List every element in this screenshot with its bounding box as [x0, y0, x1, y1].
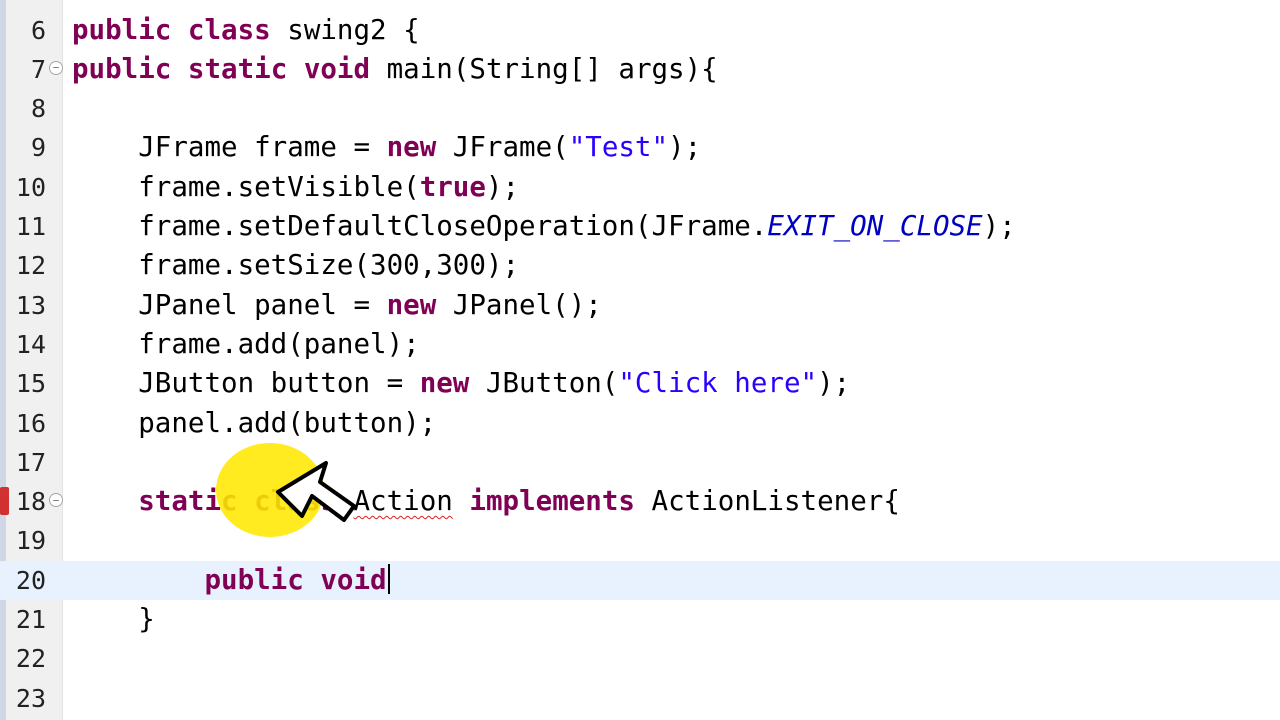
- line-number: 13: [15, 290, 46, 320]
- code-text[interactable]: frame.setVisible(true);: [72, 168, 519, 207]
- collapse-icon[interactable]: [49, 60, 63, 75]
- code-text[interactable]: frame.add(panel);: [72, 325, 420, 364]
- line-number: 16: [15, 408, 46, 438]
- code-token: JFrame(: [436, 131, 569, 164]
- line-number: 18: [15, 487, 46, 517]
- code-token: [72, 485, 138, 517]
- line-number: 20: [15, 565, 46, 595]
- code-text[interactable]: JButton button = new JButton("Click here…: [72, 364, 850, 403]
- code-token: [287, 53, 304, 85]
- code-line[interactable]: 20 public void: [0, 560, 1280, 600]
- line-number: 12: [15, 251, 46, 281]
- keyword-token: void: [303, 52, 371, 85]
- code-line[interactable]: 14 frame.add(panel);: [0, 325, 1280, 364]
- line-number: 21: [15, 605, 46, 634]
- line-number: 14: [15, 329, 46, 359]
- code-token: );: [668, 131, 702, 164]
- code-token: }: [72, 603, 155, 635]
- code-line[interactable]: 23: [0, 679, 1280, 718]
- code-line[interactable]: 7 public static void main(String[] args){: [0, 50, 1280, 89]
- string-token: "Click here": [618, 367, 818, 400]
- line-number: 22: [15, 644, 46, 674]
- code-line[interactable]: 22: [0, 639, 1280, 678]
- code-token: [304, 564, 321, 596]
- line-number: 6: [30, 15, 46, 45]
- keyword-token: static: [187, 52, 288, 85]
- keyword-token: public: [72, 52, 172, 85]
- keyword-token: new: [419, 367, 470, 400]
- code-text[interactable]: frame.setDefaultCloseOperation(JFrame.EX…: [72, 207, 1016, 246]
- keyword-token: implements: [469, 485, 635, 518]
- code-token: JPanel panel =: [72, 288, 387, 321]
- code-token: [72, 564, 204, 596]
- collapse-icon[interactable]: [49, 493, 63, 508]
- code-token: [453, 485, 470, 517]
- code-line[interactable]: 15 JButton button = new JButton("Click h…: [0, 364, 1280, 403]
- line-number: 10: [15, 172, 46, 202]
- code-token: JFrame frame =: [72, 131, 387, 164]
- code-token: JButton button =: [72, 367, 420, 400]
- line-number: 23: [15, 683, 46, 713]
- error-marker-icon[interactable]: [0, 487, 9, 516]
- line-number: 19: [15, 526, 46, 556]
- line-number-gutter: [0, 0, 63, 720]
- code-token: frame.add(panel);: [72, 327, 420, 360]
- annotation-ruler: [0, 0, 6, 720]
- code-text[interactable]: JPanel panel = new JPanel();: [72, 286, 602, 325]
- code-line[interactable]: 17: [0, 443, 1280, 482]
- line-number: 15: [15, 369, 46, 399]
- keyword-token: class: [187, 13, 271, 46]
- code-token: ActionListener{: [634, 485, 900, 518]
- code-token: swing2 {: [270, 13, 420, 46]
- line-number: 11: [15, 212, 46, 241]
- code-line[interactable]: 13 JPanel panel = new JPanel();: [0, 286, 1280, 325]
- line-number: 17: [15, 447, 46, 477]
- code-token: );: [817, 367, 851, 400]
- code-token: );: [982, 210, 1016, 242]
- code-text[interactable]: frame.setSize(300,300);: [72, 246, 519, 285]
- code-line[interactable]: 12 frame.setSize(300,300);: [0, 246, 1280, 285]
- code-text[interactable]: JFrame frame = new JFrame("Test");: [72, 128, 701, 167]
- keyword-token: public: [72, 13, 172, 46]
- line-number: 9: [30, 133, 46, 163]
- code-text[interactable]: public class swing2 {: [72, 11, 420, 50]
- code-line[interactable]: 19: [0, 521, 1280, 560]
- code-token: frame.setSize(300,300);: [72, 249, 520, 282]
- code-line[interactable]: 21 }: [0, 600, 1280, 639]
- string-token: "Test": [568, 131, 669, 164]
- code-token: frame.setDefaultCloseOperation(JFrame.: [72, 210, 768, 242]
- code-token: [171, 53, 188, 85]
- code-text[interactable]: static class Action implements ActionLis…: [72, 482, 900, 521]
- code-token: JButton(: [469, 367, 619, 400]
- error-token: Action: [353, 485, 453, 518]
- text-caret: [387, 563, 390, 594]
- code-text[interactable]: public void: [72, 561, 390, 600]
- code-text[interactable]: panel.add(button);: [72, 404, 436, 443]
- code-line[interactable]: 18 static class Action implements Action…: [0, 482, 1280, 521]
- keyword-token: true: [419, 170, 486, 203]
- line-number: 7: [30, 54, 46, 84]
- code-line[interactable]: 11 frame.setDefaultCloseOperation(JFrame…: [0, 207, 1280, 246]
- arrow-pointer-icon: [276, 461, 356, 522]
- code-token: frame.setVisible(: [72, 170, 420, 203]
- code-token: JPanel();: [436, 288, 602, 321]
- code-line[interactable]: 8: [0, 89, 1280, 128]
- code-token: panel.add(button);: [72, 406, 437, 439]
- code-token: );: [485, 170, 520, 203]
- code-text[interactable]: public static void main(String[] args){: [72, 50, 718, 89]
- keyword-token: new: [386, 131, 437, 164]
- keyword-token: new: [386, 288, 437, 321]
- constant-token: EXIT_ON_CLOSE: [767, 210, 983, 242]
- code-line[interactable]: 9 JFrame frame = new JFrame("Test");: [0, 128, 1280, 167]
- code-line[interactable]: 6 public class swing2 {: [0, 11, 1280, 50]
- keyword-token: void: [320, 563, 387, 596]
- code-token: main(String[] args){: [370, 52, 718, 85]
- line-number: 8: [30, 94, 46, 124]
- code-line[interactable]: 10 frame.setVisible(true);: [0, 168, 1280, 207]
- code-text[interactable]: }: [72, 600, 155, 639]
- keyword-token: public: [204, 563, 304, 596]
- code-token: [171, 14, 188, 46]
- code-line[interactable]: 16 panel.add(button);: [0, 404, 1280, 443]
